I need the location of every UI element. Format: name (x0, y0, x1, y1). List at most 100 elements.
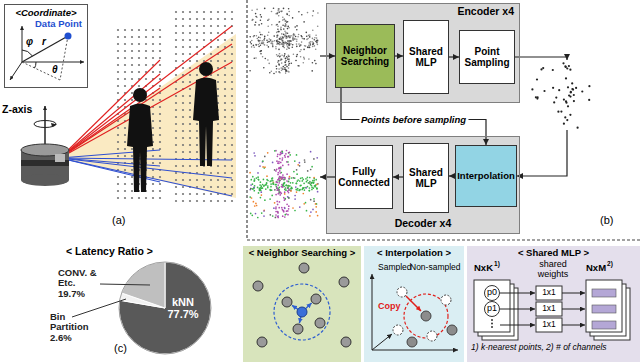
cloud-point (311, 70, 313, 72)
neighbor-arrow (299, 312, 302, 323)
cloud-point (269, 189, 271, 191)
cloud-point (287, 26, 289, 28)
cloud-point (261, 16, 263, 18)
cloud-point (280, 67, 282, 69)
cloud-point (274, 40, 276, 42)
node-text: Data Point (35, 19, 87, 29)
cloud-point (281, 176, 283, 178)
grid-point (124, 148, 126, 150)
cloud-point (288, 47, 290, 49)
cloud-point (277, 217, 279, 219)
point-dot (315, 318, 325, 328)
cloud-point (288, 67, 290, 69)
output-sheet (590, 284, 626, 336)
grid-point (117, 197, 119, 199)
cloud-point (279, 42, 281, 44)
grid-point (203, 11, 205, 13)
cloud-point (286, 38, 288, 40)
chart-title: < Latency Ratio > (66, 246, 153, 258)
grid-point (196, 123, 198, 125)
grid-point (182, 39, 184, 41)
node-text: Shared MLP (406, 167, 446, 190)
cloud-point (263, 179, 265, 181)
grid-point (210, 11, 212, 13)
cloud-point (254, 58, 256, 60)
cloud-point (312, 43, 314, 45)
cloud-point (288, 192, 290, 194)
cloud-point (293, 38, 295, 40)
cloud-point (543, 90, 545, 92)
cloud-point (287, 28, 289, 30)
cloud-point (253, 186, 255, 188)
cloud-point (276, 181, 278, 183)
conv-kernel-label: 1x1 (542, 320, 556, 329)
cloud-point (281, 184, 283, 186)
cloud-point (309, 190, 311, 192)
grid-point (210, 53, 212, 55)
cloud-point (254, 205, 256, 207)
grid-point (203, 25, 205, 27)
cloud-point (280, 59, 282, 61)
grid-point (175, 102, 177, 104)
cloud-point (313, 200, 315, 202)
cloud-point (568, 94, 570, 96)
cloud-point (281, 186, 283, 188)
cloud-point (249, 196, 251, 198)
grid-point (217, 151, 219, 153)
feature-cell (592, 289, 616, 297)
cloud-point (291, 188, 293, 190)
cloud-point (282, 46, 284, 48)
cloud-point (288, 188, 290, 190)
cloud-point (284, 207, 286, 209)
cloud-point (281, 207, 283, 209)
grid-point (159, 29, 161, 31)
cloud-point (285, 64, 287, 66)
cloud-point (260, 53, 262, 55)
cloud-point (288, 178, 290, 180)
cloud-point (288, 35, 290, 37)
cloud-point (286, 48, 288, 50)
grid-point (145, 78, 147, 80)
grid-point (196, 46, 198, 48)
pie-outline (119, 262, 211, 354)
cloud-point (285, 26, 287, 28)
cloud-point (251, 43, 253, 45)
grid-point (189, 39, 191, 41)
grid-point (159, 113, 161, 115)
cloud-point (306, 35, 308, 37)
point-name: p1 (487, 304, 497, 314)
grid-point (182, 165, 184, 167)
cloud-point (282, 165, 284, 167)
cloud-point (271, 24, 273, 26)
grid-point (152, 99, 154, 101)
cloud-point (284, 31, 286, 33)
cloud-point (293, 171, 295, 173)
grid-point (159, 127, 161, 129)
grid-point (124, 64, 126, 66)
group-fill (326, 3, 520, 103)
grid-point (231, 102, 233, 104)
cloud-point (287, 156, 289, 158)
cloud-point (271, 11, 273, 13)
grid-point (182, 200, 184, 202)
cloud-point (283, 8, 285, 10)
cloud-point (288, 27, 290, 29)
cloud-point (312, 38, 314, 40)
cloud-point (313, 158, 315, 160)
grid-point (189, 165, 191, 167)
cloud-point (311, 182, 313, 184)
grid-point (189, 200, 191, 202)
grid-point (224, 165, 226, 167)
cloud-point (314, 39, 316, 41)
grid-point (231, 18, 233, 20)
grid-point (124, 57, 126, 59)
grid-point (189, 60, 191, 62)
cloud-point (253, 47, 255, 49)
cloud-point (304, 161, 306, 163)
cloud-point (252, 176, 254, 178)
grid-point (131, 148, 133, 150)
cloud-point (279, 158, 281, 160)
cloud-point (279, 53, 281, 55)
non-sampled-point (447, 325, 457, 335)
cloud-point (284, 35, 286, 37)
